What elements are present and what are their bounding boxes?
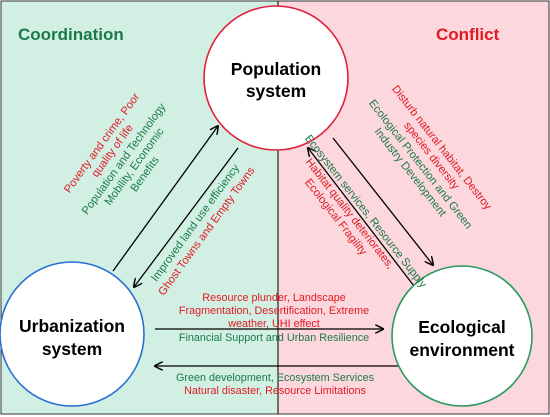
arrow-ecological-to-population <box>308 148 415 287</box>
labels-ecological-to-urbanization: Green development, Ecosystem Services Na… <box>176 372 375 397</box>
label-fragmentation: Fragmentation, Desertification, Extreme <box>179 305 369 317</box>
node-population-system: Population system <box>203 5 349 151</box>
node-urbanization-system: Urbanization system <box>0 261 145 407</box>
arrow-urbanization-to-population <box>112 126 218 272</box>
label-uhi-effect: weather, UHI effect <box>227 318 320 330</box>
node-ecological-environment: Ecological environment <box>391 265 533 407</box>
label-financial-support: Financial Support and Urban Resilience <box>179 332 369 344</box>
label-natural-disaster: Natural disaster, Resource Limitations <box>184 385 366 397</box>
label-resource-plunder: Resource plunder, Landscape <box>202 292 345 304</box>
node-urbanization-line1: Urbanization <box>19 316 125 336</box>
node-urbanization-line2: system <box>42 339 102 359</box>
node-ecological-line1: Ecological <box>418 317 506 337</box>
arrow-population-to-ecological <box>332 137 433 265</box>
coordination-heading: Coordination <box>18 25 124 44</box>
labels-urbanization-to-ecological: Resource plunder, Landscape Fragmentatio… <box>179 292 369 344</box>
node-population-line1: Population <box>231 59 321 79</box>
conflict-heading: Conflict <box>436 25 500 44</box>
node-population-line2: system <box>246 81 306 101</box>
label-green-development: Green development, Ecosystem Services <box>176 372 375 384</box>
arrow-population-to-urbanization <box>134 147 239 287</box>
node-ecological-line2: environment <box>409 340 514 360</box>
